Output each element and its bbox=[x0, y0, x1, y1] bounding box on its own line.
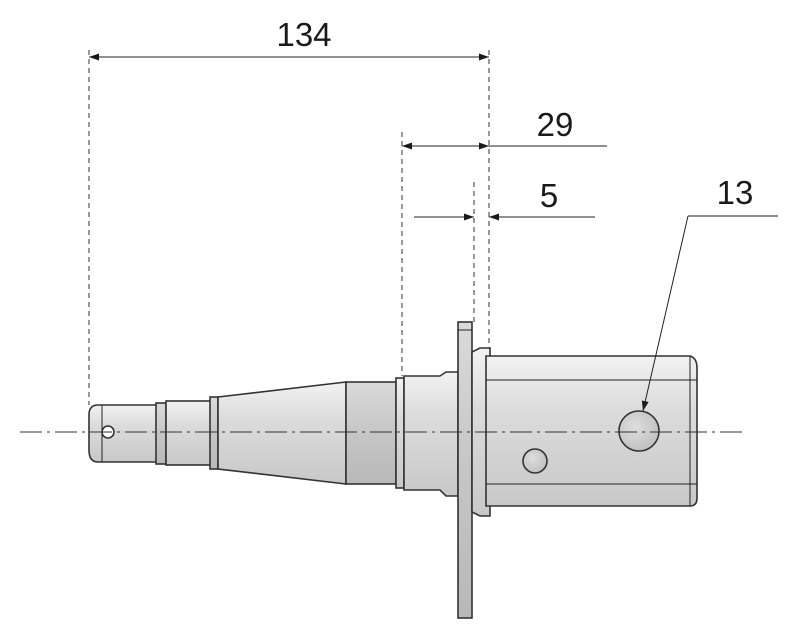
flange-plate bbox=[457, 321, 473, 619]
dimension-5-label: 5 bbox=[540, 177, 558, 214]
shoulder-small bbox=[209, 396, 219, 470]
dimension-134-label: 134 bbox=[276, 16, 331, 53]
groove bbox=[155, 402, 167, 465]
dimension-29-label: 29 bbox=[537, 106, 574, 143]
extension-lines bbox=[88, 50, 490, 405]
dimension-5: 5 bbox=[414, 177, 595, 221]
shoulder-large bbox=[395, 377, 405, 489]
dimension-13-label: 13 bbox=[717, 174, 754, 211]
bearing-seat-small bbox=[165, 400, 213, 466]
dimension-29: 29 bbox=[402, 106, 607, 150]
mounting-hole bbox=[618, 410, 660, 452]
axle-stub bbox=[88, 321, 698, 619]
dimension-13: 13 bbox=[641, 174, 778, 412]
seal-collar bbox=[403, 371, 459, 497]
bearing-seat-large bbox=[345, 381, 397, 485]
side-hole bbox=[522, 448, 548, 474]
dimension-134: 134 bbox=[89, 16, 489, 61]
tapered-section bbox=[217, 381, 347, 485]
threaded-tip bbox=[88, 404, 159, 463]
